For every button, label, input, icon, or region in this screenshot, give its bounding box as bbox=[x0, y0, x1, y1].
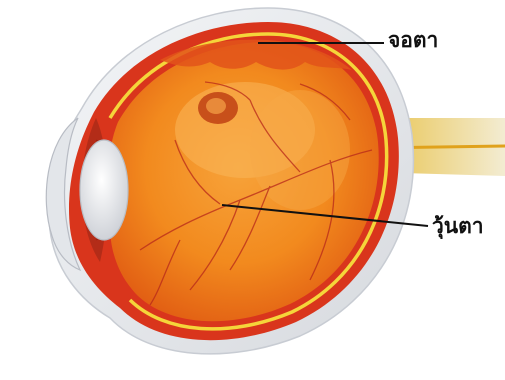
retina-label: จอตา bbox=[388, 30, 438, 51]
lens-shape bbox=[80, 140, 128, 240]
vitreous-label: วุ้นตา bbox=[432, 216, 484, 237]
